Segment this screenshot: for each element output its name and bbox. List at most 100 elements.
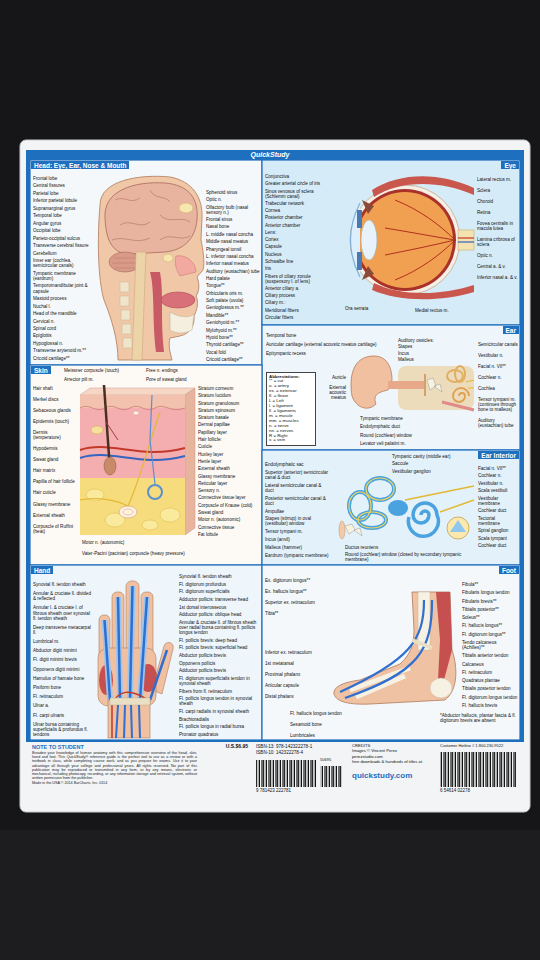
- eye-illustration: [458, 241, 474, 242]
- part-label: Saccule: [392, 461, 474, 466]
- part-label: Optic n.: [477, 253, 518, 258]
- part-label: Malleus: [398, 357, 458, 362]
- part-label: Pore of sweat gland: [146, 377, 206, 382]
- part-label: Hypoglossal n.: [33, 341, 95, 346]
- part-label: Olfactory bulb (nasal sensory n.): [206, 205, 261, 215]
- skin-illustration: [185, 388, 195, 535]
- barcode: [256, 760, 316, 787]
- ear-illustration: [424, 374, 426, 396]
- part-label: Tensor tympani m.: [265, 529, 329, 534]
- part-label: External sheath: [198, 466, 260, 471]
- part-label: Cochlea: [478, 386, 518, 391]
- skin-illustration: [104, 457, 116, 475]
- abbreviation-box: Abbreviations:** = cuta. = arteryex. = e…: [266, 372, 316, 446]
- skin-illustration: [123, 509, 133, 515]
- part-label: Lumbricales: [290, 733, 390, 738]
- part-label: Central fissures: [33, 183, 95, 188]
- part-label: Tympanic membrane (eardrum): [33, 271, 95, 281]
- part-label: Tendo calcaneus (Achilles)**: [462, 640, 518, 650]
- part-label: Lens:: [265, 230, 335, 235]
- hotline-text: Customer Hotline # 1.800.230.9522: [440, 744, 518, 748]
- foot-illustration: [340, 600, 432, 698]
- part-label: Stratum basale: [198, 415, 260, 420]
- ear-interior-illustration: [408, 503, 438, 536]
- part-label: Vestibular ganglion: [392, 469, 474, 474]
- panel-heading: Foot: [499, 566, 519, 574]
- part-label: Fl. digitorum profundus: [179, 582, 260, 587]
- skin-illustration: [80, 388, 195, 395]
- part-label: Fovea centralis in macula lutea: [477, 221, 518, 231]
- part-label: Articular capsule: [265, 683, 327, 688]
- part-label: Lateral rectus m.: [477, 177, 518, 182]
- part-label: Ulnar bursa containing superficialis & p…: [33, 722, 93, 737]
- panel-heading: Eye: [501, 161, 519, 169]
- part-label: Eardrum (tympanic membrane): [265, 553, 329, 558]
- barcode: [256, 752, 516, 787]
- part-label: Temporomandibular joint & capsule: [33, 283, 95, 293]
- foot-illustration: [412, 640, 432, 648]
- barcode-number: 9 781423 222781: [256, 789, 346, 794]
- part-label: Superior (anterior) semicircular canal &…: [265, 470, 329, 480]
- skin-illustration: [80, 447, 185, 452]
- part-label: Cuticle: [198, 444, 260, 449]
- box-text: v. = vein: [269, 438, 313, 443]
- part-label: Pisiform bone: [33, 685, 93, 690]
- part-label: Fat lobule: [198, 532, 260, 537]
- part-label: Annular & cruciate ll. of fibrous sheath…: [179, 620, 260, 635]
- hand-illustration: [98, 581, 173, 738]
- eye-illustration: [350, 176, 474, 299]
- part-label: Conjunctiva: [265, 174, 335, 179]
- part-label: Schwalbe line: [265, 259, 335, 264]
- part-label: Endolymphatic duct: [360, 424, 470, 429]
- part-label: Hypodermis: [33, 446, 76, 451]
- skin-illustration: [142, 520, 158, 530]
- part-label: Capsule: [265, 244, 335, 249]
- part-label: Inferior parietal lobule: [33, 198, 95, 203]
- barcode: [320, 766, 342, 787]
- part-label: Cortex: [265, 237, 335, 242]
- barcode-number: 6 54614 02278: [440, 789, 518, 794]
- part-label: Connective tissue layer: [198, 495, 260, 500]
- skin-illustration: [80, 455, 185, 460]
- credit-text: perezstudio.com: [352, 755, 436, 760]
- part-label: Inferior nasal meatus: [206, 261, 261, 266]
- part-label: Connective tissue: [198, 525, 260, 530]
- part-label: Dermal papillae: [198, 422, 260, 427]
- part-label: Adductor pollicis brevis: [179, 668, 260, 673]
- part-label: Sclera: [477, 188, 518, 193]
- part-label: Ciliary process: [265, 293, 335, 298]
- part-label: Frontal sinus: [206, 217, 261, 222]
- part-label: Inferior ex. retinaculum: [265, 650, 327, 655]
- panel-heading: Ear: [503, 326, 519, 334]
- part-label: Superior ex. retinaculum: [265, 600, 327, 605]
- head-illustration: [121, 310, 130, 320]
- ear-interior-illustration: [388, 500, 408, 516]
- ear-illustration: [351, 356, 392, 408]
- hand-illustration: [105, 586, 168, 700]
- ear-illustration: [453, 388, 469, 402]
- part-label: Huxley layer: [198, 452, 260, 457]
- part-label: Dermis (temperature): [33, 430, 76, 440]
- part-label: Auditory ossicles:: [398, 338, 458, 343]
- part-label: Incus: [398, 351, 458, 356]
- part-label: Epidermis (touch): [33, 419, 76, 424]
- laminated-sheet: [26, 150, 524, 742]
- ear-interior-illustration: [450, 520, 466, 532]
- part-label: Cochlear n.: [478, 473, 518, 478]
- part-label: Stratum spinosum: [198, 408, 260, 413]
- part-label: Lumbrical m.: [33, 639, 93, 644]
- part-label: Medial rectus m.: [415, 308, 470, 313]
- note-heading: NOTE TO STUDENT: [32, 744, 197, 750]
- part-label: Fl. pollicis longus in radial bursa: [179, 724, 260, 729]
- part-label: Auricular cartilage (external acoustic m…: [266, 342, 386, 347]
- eye-illustration: [385, 200, 455, 280]
- part-label: Ductus reuniens: [345, 545, 475, 550]
- laminated-sheet: [20, 140, 530, 812]
- ear-illustration: [455, 366, 465, 382]
- part-label: Sesamoid bone: [290, 722, 390, 727]
- part-label: Supramarginal gyrus: [33, 206, 95, 211]
- part-label: Sphenoid sinus: [206, 190, 261, 195]
- part-label: Opponens pollicis: [179, 661, 260, 666]
